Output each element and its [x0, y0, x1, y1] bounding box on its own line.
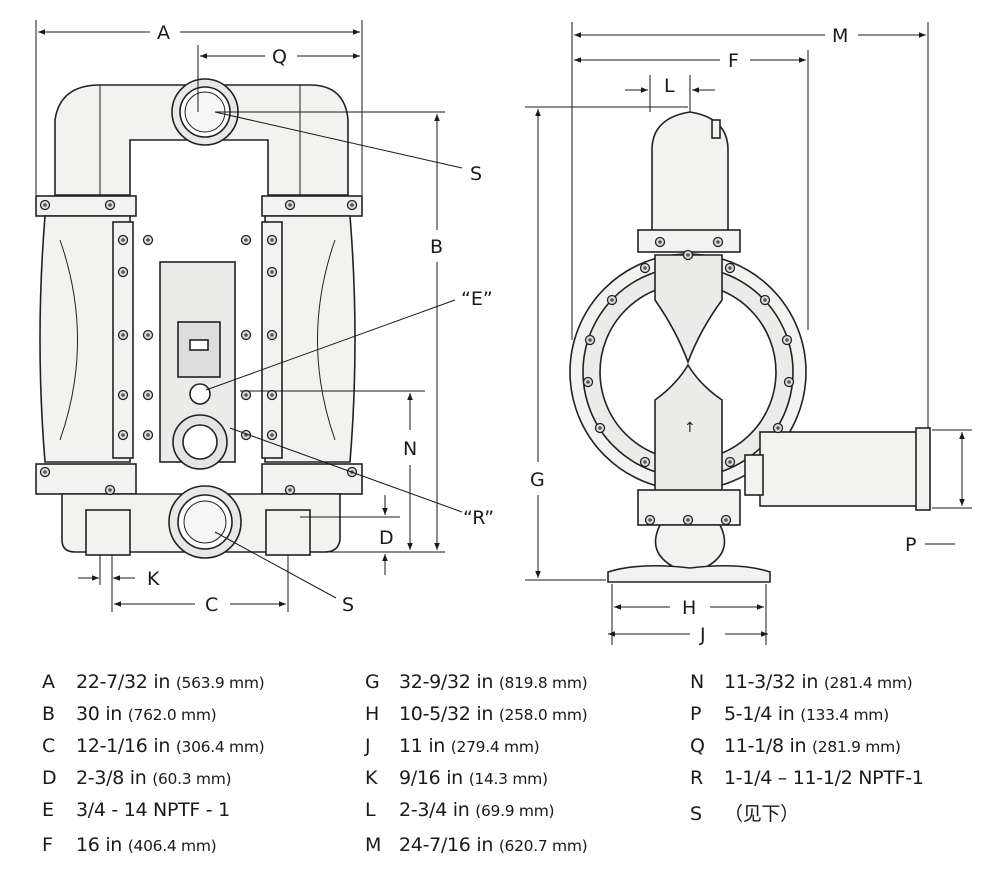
label-q: Q — [272, 46, 287, 68]
side-view-dimensions — [525, 22, 972, 645]
label-b: B — [430, 236, 443, 258]
dimension-row-s: S （见下） — [690, 799, 799, 826]
dimension-inch: 1-1/4 – 11-1/2 NPTF-1 — [724, 767, 924, 789]
label-c: C — [205, 594, 218, 616]
dimension-row-b: B 30 in (762.0 mm) — [42, 703, 217, 725]
label-m: M — [832, 25, 848, 47]
dimension-key: L — [365, 799, 376, 821]
dimension-row-j: J 11 in (279.4 mm) — [365, 735, 540, 757]
dimension-inch: 5-1/4 in — [724, 703, 795, 725]
top-elbow — [651, 111, 729, 246]
dimension-key: N — [690, 671, 704, 693]
dimension-inch: 32-9/32 in — [399, 671, 494, 693]
dimension-row-c: C 12-1/16 in (306.4 mm) — [42, 735, 265, 757]
dimension-inch: （见下） — [724, 803, 799, 825]
dimension-key: P — [690, 703, 702, 725]
dimension-row-h: H 10-5/32 in (258.0 mm) — [365, 703, 588, 725]
dimension-mm: (60.3 mm) — [152, 770, 232, 788]
dimension-row-r: R 1-1/4 – 11-1/2 NPTF-1 — [690, 767, 924, 789]
label-g: G — [530, 469, 545, 491]
dimension-key: D — [42, 767, 57, 789]
dimension-mm: (281.4 mm) — [823, 674, 913, 692]
dimension-mm: (258.0 mm) — [498, 706, 588, 724]
dimension-key: Q — [690, 735, 705, 757]
dimension-key: E — [42, 799, 54, 821]
dimension-row-p: P 5-1/4 in (133.4 mm) — [690, 703, 889, 725]
dimension-inch: 9/16 in — [399, 767, 463, 789]
dimension-inch: 10-5/32 in — [399, 703, 494, 725]
dimension-inch: 16 in — [76, 834, 123, 856]
label-l: L — [664, 75, 675, 97]
dimension-row-a: A 22-7/32 in (563.9 mm) — [42, 671, 265, 693]
dimension-mm: (762.0 mm) — [127, 706, 217, 724]
label-r: “R” — [463, 507, 494, 529]
label-d: D — [379, 527, 394, 549]
front-view — [35, 78, 363, 559]
dimension-mm: (563.9 mm) — [175, 674, 265, 692]
dimension-inch: 12-1/16 in — [76, 735, 171, 757]
dimension-key: H — [365, 703, 379, 725]
dimension-mm: (406.4 mm) — [127, 837, 217, 855]
label-s-top: S — [470, 163, 482, 185]
front-view-dimensions — [35, 20, 463, 612]
pump-dimension-drawing: A Q B N D K C S S “E” “R” ↑ — [35, 20, 972, 646]
dimension-key: A — [42, 671, 55, 693]
dimension-mm: (14.3 mm) — [468, 770, 548, 788]
dimension-mm: (281.9 mm) — [812, 738, 901, 756]
dimension-row-l: L 2-3/4 in (69.9 mm) — [365, 799, 555, 821]
side-view: ↑ — [569, 111, 931, 583]
dimension-row-f: F 16 in (406.4 mm) — [42, 834, 217, 856]
port-e — [189, 383, 211, 405]
dimension-inch: 24-7/16 in — [399, 834, 494, 856]
front-view-labels: A Q B N D K C S S “E” “R” — [147, 22, 494, 616]
dimension-inch: 11-3/32 in — [724, 671, 819, 693]
dimension-row-q: Q 11-1/8 in (281.9 mm) — [690, 735, 901, 757]
dimension-mm: (279.4 mm) — [450, 738, 540, 756]
label-n: N — [403, 438, 417, 460]
dimension-row-g: G 32-9/32 in (819.8 mm) — [365, 671, 588, 693]
dimension-mm: (819.8 mm) — [498, 674, 588, 692]
dimension-key: F — [42, 834, 53, 856]
dimension-key: S — [690, 803, 702, 825]
dimension-key: C — [42, 735, 55, 757]
dimension-mm: (133.4 mm) — [800, 706, 889, 724]
dimension-inch: 2-3/8 in — [76, 767, 147, 789]
dimension-row-e: E 3/4 - 14 NPTF - 1 — [42, 799, 230, 821]
right-fluid-chamber — [264, 215, 356, 463]
dimension-inch: 11-1/8 in — [724, 735, 807, 757]
dimension-mm: (69.9 mm) — [475, 802, 555, 820]
label-e: “E” — [461, 288, 493, 310]
dimension-key: G — [365, 671, 380, 693]
dimension-key: R — [690, 767, 703, 789]
air-chamber — [759, 431, 919, 507]
dimension-key: B — [42, 703, 55, 725]
dimension-key: J — [365, 735, 371, 757]
dimension-inch: 22-7/32 in — [76, 671, 171, 693]
label-k: K — [147, 568, 160, 590]
dimension-row-n: N 11-3/32 in (281.4 mm) — [690, 671, 913, 693]
dimension-inch: 11 in — [399, 735, 446, 757]
side-foot — [607, 564, 771, 583]
label-p: P — [905, 534, 916, 556]
dimension-inch: 2-3/4 in — [399, 799, 470, 821]
dimension-row-d: D 2-3/8 in (60.3 mm) — [42, 767, 232, 789]
dimension-key: K — [365, 767, 378, 789]
side-view-labels: M F L G H J P — [530, 25, 916, 646]
label-h: H — [682, 597, 696, 619]
label-j: J — [699, 624, 706, 646]
dimension-row-k: K 9/16 in (14.3 mm) — [365, 767, 548, 789]
dimension-inch: 30 in — [76, 703, 123, 725]
svg-text:↑: ↑ — [684, 420, 696, 436]
label-s-bottom: S — [342, 594, 354, 616]
dimension-row-m: M 24-7/16 in (620.7 mm) — [365, 834, 588, 856]
left-fluid-chamber — [39, 215, 131, 463]
dimension-key: M — [365, 834, 382, 856]
label-f: F — [728, 50, 739, 72]
dimension-mm: (306.4 mm) — [175, 738, 265, 756]
label-a: A — [157, 22, 170, 44]
dimension-mm: (620.7 mm) — [498, 837, 588, 855]
dimension-inch: 3/4 - 14 NPTF - 1 — [76, 799, 230, 821]
